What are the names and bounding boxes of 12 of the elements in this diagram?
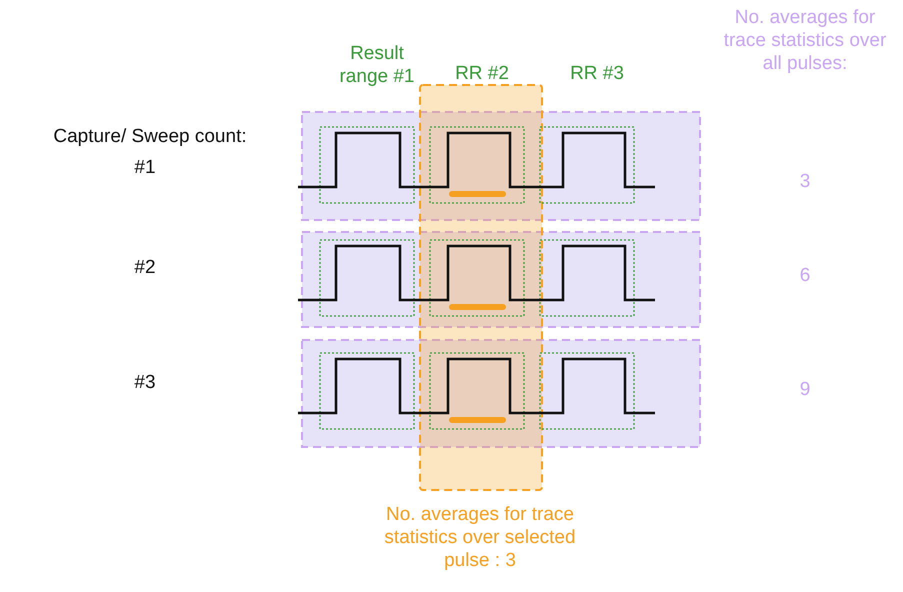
row-number: #1 bbox=[133, 156, 157, 179]
column-heading: Result range #1 bbox=[338, 42, 416, 88]
note: No. averages for trace statistics over all pulses: bbox=[722, 6, 888, 75]
column-heading: RR #2 bbox=[454, 62, 510, 85]
note: No. averages for trace statistics over selected pulse : 3 bbox=[383, 503, 577, 572]
count-value: 6 bbox=[798, 264, 812, 287]
column-heading: RR #3 bbox=[569, 62, 625, 85]
count-value: 9 bbox=[798, 378, 812, 401]
row-heading: Capture/ Sweep count: bbox=[52, 125, 248, 148]
row-number: #2 bbox=[133, 256, 157, 279]
row-number: #3 bbox=[133, 371, 157, 394]
count-value: 3 bbox=[798, 170, 812, 193]
